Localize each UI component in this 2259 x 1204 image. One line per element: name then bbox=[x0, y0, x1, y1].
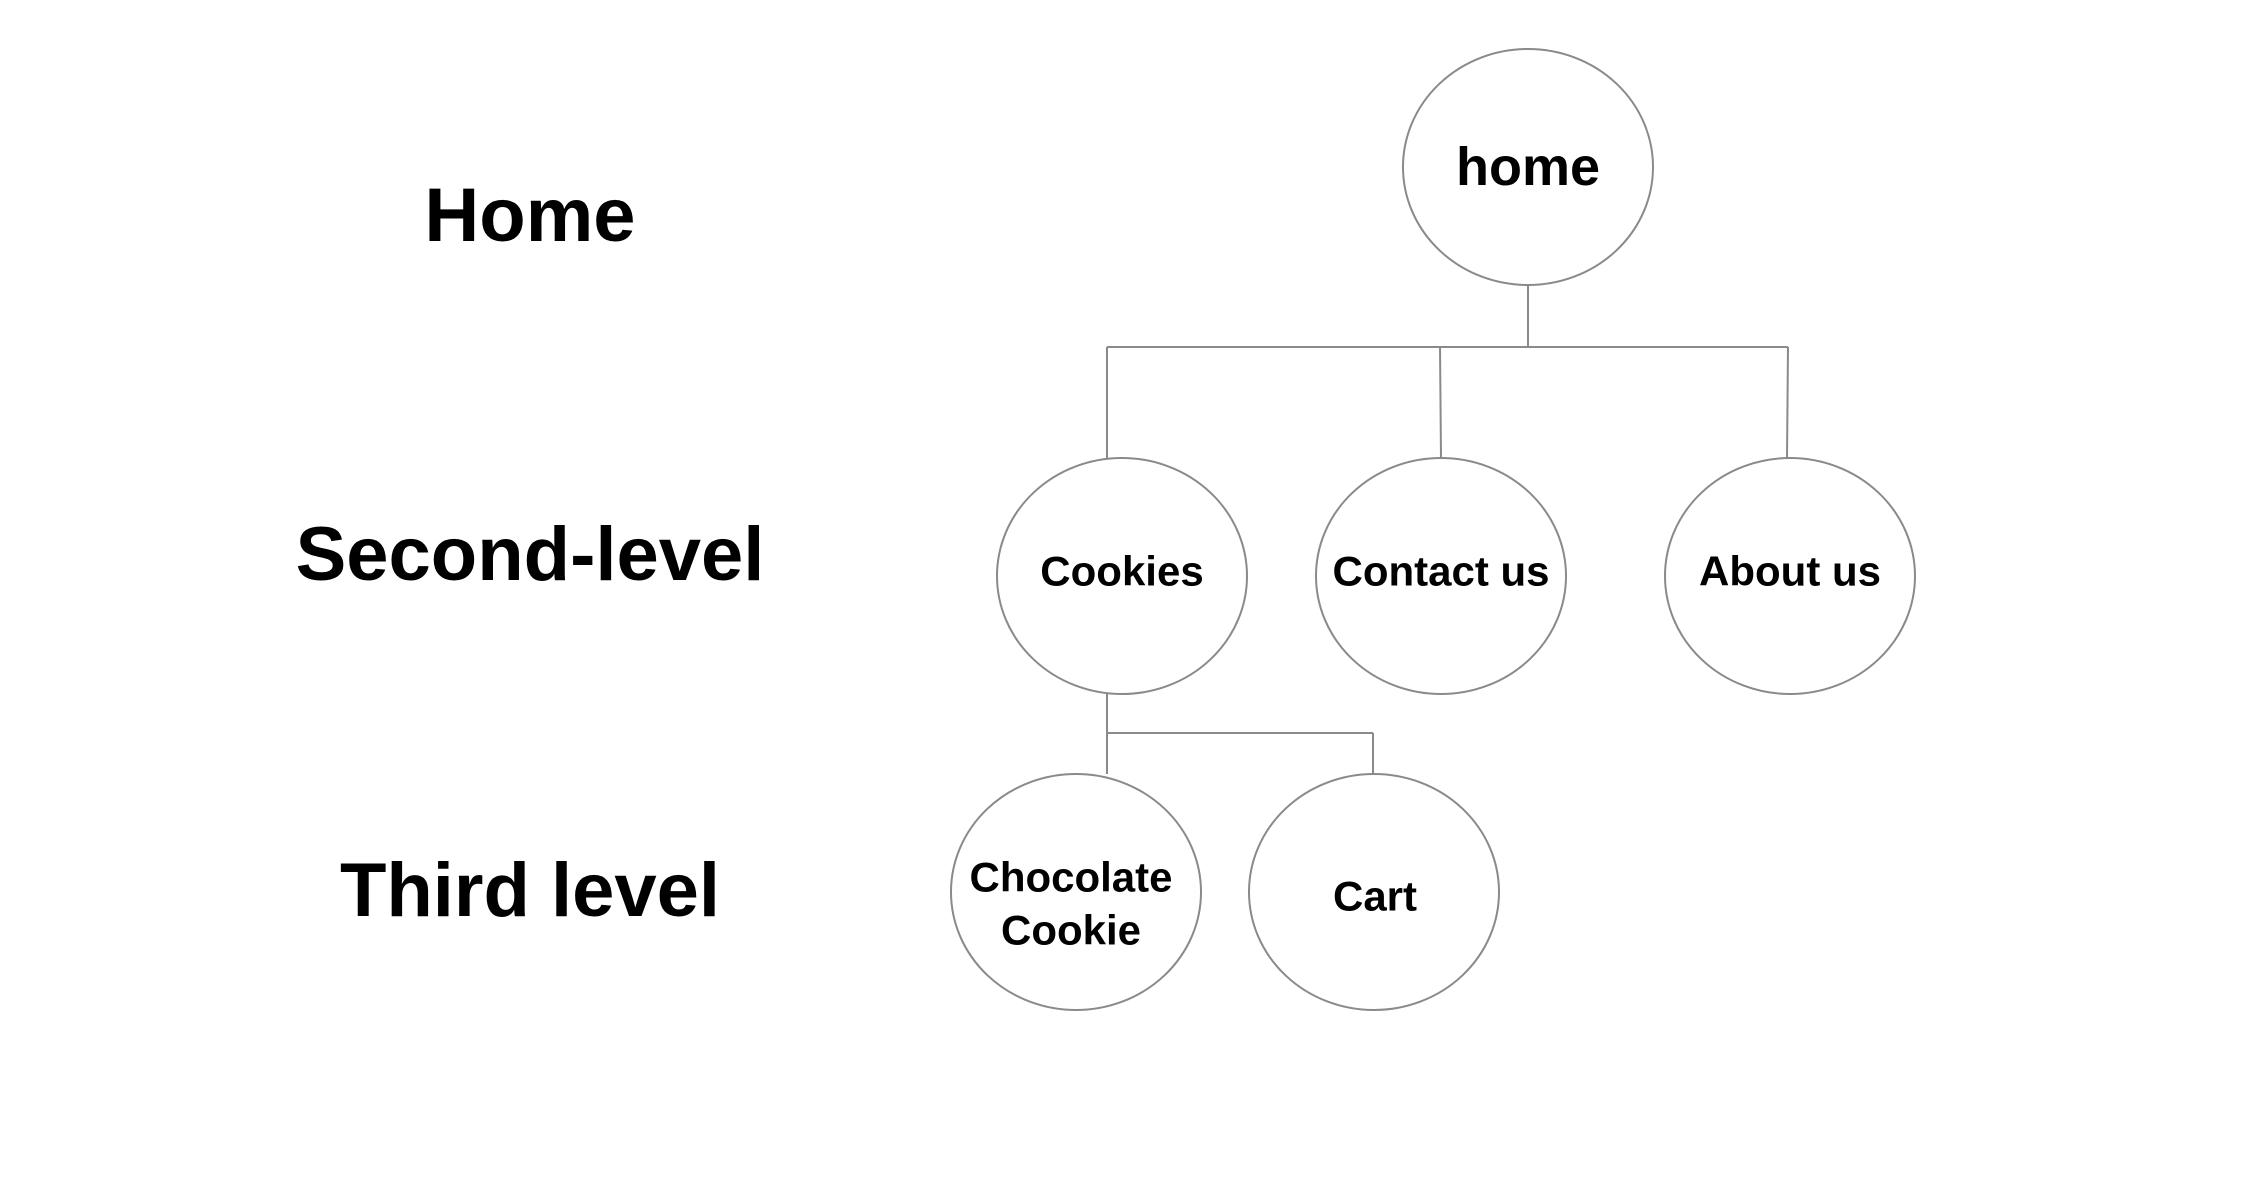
node-chocolate-cookie-label-line2: Cookie bbox=[1001, 907, 1141, 954]
node-about-circle bbox=[1664, 457, 1916, 695]
node-about-label: About us bbox=[1699, 548, 1881, 595]
node-cookies-circle bbox=[996, 457, 1248, 695]
node-contact-circle bbox=[1315, 457, 1567, 695]
connectors-home-to-second bbox=[1106, 285, 1789, 459]
connector-to-about bbox=[1786, 346, 1789, 459]
node-chocolate-cookie: Chocolate Cookie bbox=[950, 773, 1202, 1011]
node-cart-label: Cart bbox=[1333, 873, 1417, 920]
node-cookies-label: Cookies bbox=[1040, 548, 1203, 595]
node-home-label: home bbox=[1456, 137, 1600, 197]
level-label-third: Third level bbox=[339, 848, 721, 933]
node-about: About us bbox=[1664, 457, 1916, 695]
node-home-circle bbox=[1402, 48, 1654, 286]
node-cart-circle bbox=[1248, 773, 1500, 1011]
node-chocolate-cookie-circle bbox=[950, 773, 1202, 1011]
node-cookies: Cookies bbox=[996, 457, 1248, 695]
node-cart: Cart bbox=[1248, 773, 1500, 1011]
level-label-home: Home bbox=[424, 173, 636, 258]
node-contact-label: Contact us bbox=[1332, 548, 1549, 595]
node-chocolate-cookie-label-line1: Chocolate bbox=[969, 854, 1172, 901]
level-label-second: Second-level bbox=[295, 512, 765, 597]
node-contact: Contact us bbox=[1315, 457, 1567, 695]
connector-to-contact bbox=[1439, 346, 1442, 459]
connectors-cookies-to-third bbox=[1106, 693, 1374, 774]
node-home: home bbox=[1402, 48, 1654, 286]
